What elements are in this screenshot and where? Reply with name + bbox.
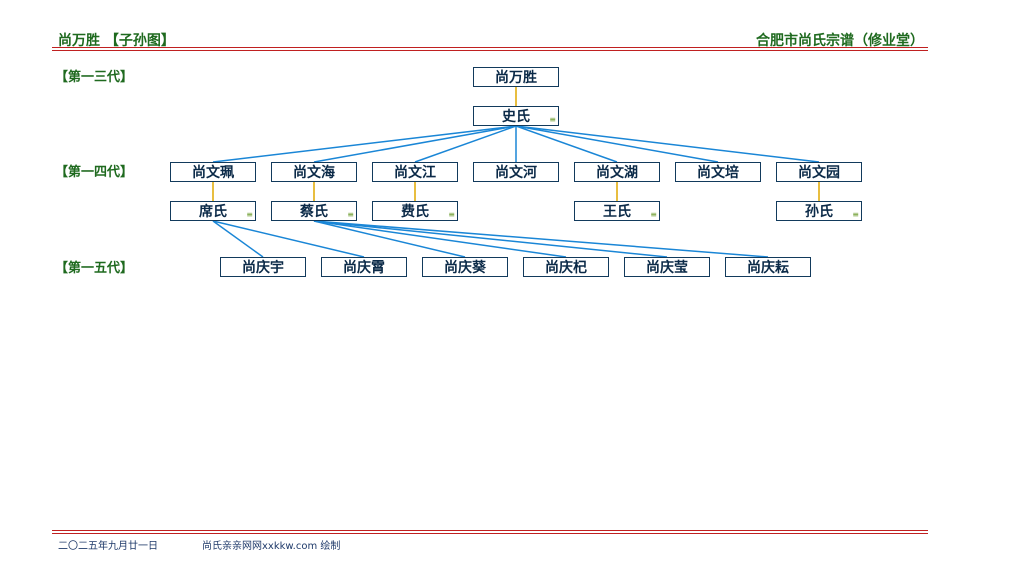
spouse-name: 蔡氏 bbox=[300, 204, 328, 220]
person-name: 尚庆杞 bbox=[545, 260, 587, 276]
descent-link bbox=[212, 125, 517, 163]
footer-site: 尚氏亲亲网网xxkkw.com 绘制 bbox=[202, 541, 341, 552]
generation-label-14: 【第一四代】 bbox=[55, 165, 134, 180]
spouse-mark: ≡ bbox=[650, 210, 657, 219]
person-node[interactable]: 尚文海 bbox=[271, 162, 357, 182]
chart-title: 尚万胜 【子孙图】 bbox=[58, 33, 175, 49]
person-node[interactable]: 尚庆宇 bbox=[220, 257, 306, 277]
spouse-node[interactable]: 蔡氏 ≡ bbox=[271, 201, 357, 221]
descent-link bbox=[313, 220, 466, 258]
descent-link bbox=[414, 125, 517, 163]
descent-link bbox=[313, 220, 668, 258]
footer-date: 二〇二五年九月廿一日 bbox=[58, 541, 158, 552]
generation-label-13: 【第一三代】 bbox=[55, 70, 134, 85]
person-node[interactable]: 尚文培 bbox=[675, 162, 761, 182]
descent-link bbox=[313, 220, 567, 258]
person-node[interactable]: 尚庆耘 bbox=[725, 257, 811, 277]
person-node[interactable]: 尚庆霄 bbox=[321, 257, 407, 277]
spouse-node[interactable]: 王氏 ≡ bbox=[574, 201, 660, 221]
person-name: 尚庆葵 bbox=[444, 260, 486, 276]
person-node[interactable]: 尚文河 bbox=[473, 162, 559, 182]
spouse-node[interactable]: 孙氏 ≡ bbox=[776, 201, 862, 221]
person-name: 尚文湖 bbox=[596, 165, 638, 181]
person-name: 尚文河 bbox=[495, 165, 537, 181]
person-name: 尚庆耘 bbox=[747, 260, 789, 276]
header-rule-bottom bbox=[52, 50, 928, 51]
descent-link bbox=[515, 125, 719, 163]
spouse-mark: ≡ bbox=[347, 210, 354, 219]
person-name: 尚文珮 bbox=[192, 165, 234, 181]
person-name: 尚庆莹 bbox=[646, 260, 688, 276]
person-name: 尚万胜 bbox=[495, 70, 537, 86]
spouse-name: 费氏 bbox=[401, 204, 429, 220]
person-name: 尚庆宇 bbox=[242, 260, 284, 276]
spouse-name: 孙氏 bbox=[805, 204, 833, 220]
spouse-name: 席氏 bbox=[199, 204, 227, 220]
spouse-name: 王氏 bbox=[603, 204, 631, 220]
descent-link bbox=[313, 125, 517, 163]
person-name: 尚文培 bbox=[697, 165, 739, 181]
spouse-mark: ≡ bbox=[852, 210, 859, 219]
descent-link bbox=[313, 220, 769, 258]
person-node[interactable]: 尚庆杞 bbox=[523, 257, 609, 277]
person-name: 尚文园 bbox=[798, 165, 840, 181]
person-node[interactable]: 尚文珮 bbox=[170, 162, 256, 182]
genealogy-name: 合肥市尚氏宗谱（修业堂） bbox=[756, 33, 924, 49]
person-node[interactable]: 尚文园 bbox=[776, 162, 862, 182]
person-node[interactable]: 尚万胜 bbox=[473, 67, 559, 87]
descent-link bbox=[515, 125, 820, 163]
spouse-mark: ≡ bbox=[448, 210, 455, 219]
spouse-mark: ≡ bbox=[246, 210, 253, 219]
generation-label-15: 【第一五代】 bbox=[55, 261, 134, 276]
footer-rule-top bbox=[52, 530, 928, 531]
person-node[interactable]: 尚文湖 bbox=[574, 162, 660, 182]
descent-link bbox=[515, 125, 618, 163]
spouse-node[interactable]: 史氏 ≡ bbox=[473, 106, 559, 126]
person-name: 尚文海 bbox=[293, 165, 335, 181]
spouse-name: 史氏 bbox=[502, 109, 530, 125]
descent-link bbox=[212, 220, 365, 258]
person-name: 尚庆霄 bbox=[343, 260, 385, 276]
person-node[interactable]: 尚庆莹 bbox=[624, 257, 710, 277]
person-node[interactable]: 尚文江 bbox=[372, 162, 458, 182]
footer-rule-bottom bbox=[52, 533, 928, 534]
descent-link bbox=[212, 220, 264, 258]
spouse-node[interactable]: 费氏 ≡ bbox=[372, 201, 458, 221]
spouse-mark: ≡ bbox=[549, 115, 556, 124]
person-name: 尚文江 bbox=[394, 165, 436, 181]
spouse-node[interactable]: 席氏 ≡ bbox=[170, 201, 256, 221]
header-rule-top bbox=[52, 47, 928, 48]
person-node[interactable]: 尚庆葵 bbox=[422, 257, 508, 277]
